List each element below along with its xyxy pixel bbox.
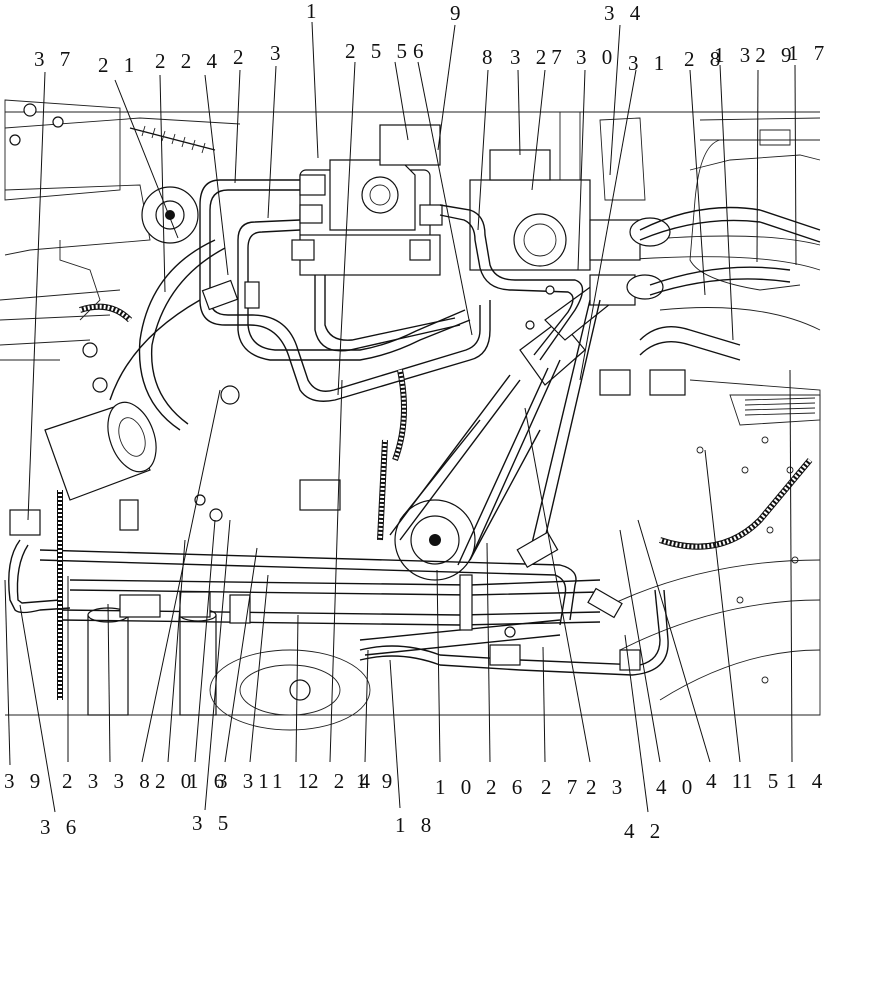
callout-30: 3 0: [576, 45, 617, 69]
callout-331: 3 31: [217, 769, 274, 793]
callout-10: 1 0: [435, 775, 476, 799]
callout-14: 1 4: [786, 769, 827, 793]
callout-34: 3 4: [604, 1, 645, 25]
callout-37: 3 7: [34, 47, 75, 71]
machine-frame: [0, 99, 821, 716]
callout-41: 4 1: [706, 769, 747, 793]
hydraulic-pipes: [8, 179, 821, 676]
callout-3-top: 3: [270, 41, 286, 65]
callout-18: 1 8: [395, 813, 436, 837]
callout-224-top: 2 2 4: [155, 49, 222, 73]
callout-20: 2 0: [155, 769, 196, 793]
callout-42: 4 2: [624, 819, 665, 843]
callout-26: 2 6: [486, 775, 527, 799]
callout-327: 3 27: [510, 45, 567, 69]
valve-block: [291, 124, 671, 386]
corrugated-hoses: [57, 303, 813, 700]
callout-36: 3 6: [40, 815, 81, 839]
callout-35: 3 5: [192, 811, 233, 835]
leader-lines: [4, 21, 797, 813]
callout-40: 4 0: [656, 775, 697, 799]
callout-9: 9: [450, 1, 466, 25]
callout-15: 1 5: [742, 769, 783, 793]
callout-8: 8: [482, 45, 498, 69]
callout-2-top: 2: [233, 45, 249, 69]
callout-39: 3 9: [4, 769, 45, 793]
grille: [744, 397, 816, 416]
callout-labels: 1 9 3 4 3 7 2 1 2 2 4 2 3 2 5 5 6 8 3 27…: [4, 0, 829, 843]
callout-11: 1 1: [272, 769, 313, 793]
callout-27: 2 7: [541, 775, 582, 799]
fittings: [9, 103, 686, 671]
callout-224-bottom: 2 2 4: [308, 769, 375, 793]
callout-2338: 2 3 3 8: [62, 769, 155, 793]
callout-19: 1 9: [356, 769, 397, 793]
callout-31: 3 1: [628, 51, 669, 75]
callout-21: 2 1: [98, 53, 139, 77]
callout-23: 2 3: [586, 775, 627, 799]
callout-17: 1 7: [788, 41, 829, 65]
callout-6: 6: [413, 39, 429, 63]
left-components: [44, 125, 561, 731]
callout-16: 1 6: [188, 769, 229, 793]
callout-28: 2 8: [684, 47, 725, 71]
callout-1: 1: [306, 0, 322, 23]
callout-255: 2 5 5: [345, 39, 412, 63]
callout-1329: 1 32 9: [714, 43, 797, 67]
